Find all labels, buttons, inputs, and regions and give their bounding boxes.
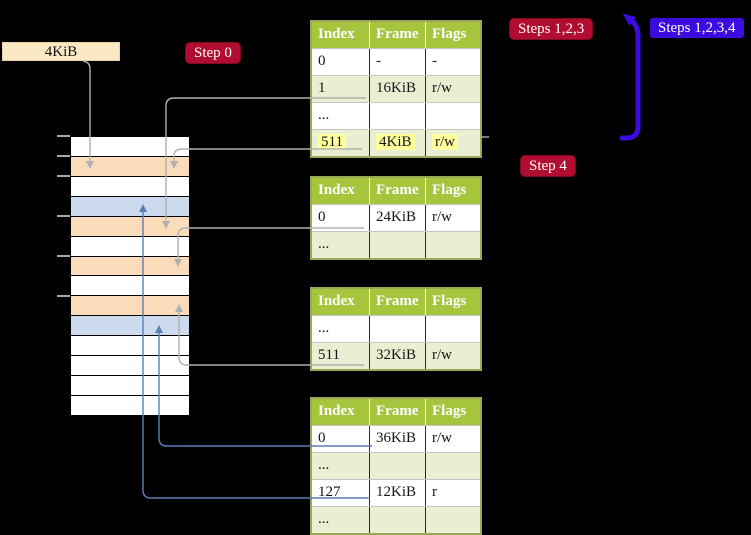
table-row: ...	[312, 231, 480, 258]
col-header-index: Index	[318, 293, 355, 309]
table-header-row: Index Frame Flags	[312, 289, 480, 315]
table-header-row: Index Frame Flags	[312, 22, 480, 48]
col-header-flags: Flags	[425, 22, 480, 48]
col-header-frame: Frame	[369, 289, 425, 315]
table-row-highlighted: 511 4KiB r/w	[312, 129, 480, 156]
memory-row	[71, 137, 189, 157]
table-row: ...	[312, 452, 480, 479]
memory-tick	[57, 175, 70, 177]
col-header-index: Index	[318, 26, 355, 42]
col-header-index: Index	[318, 403, 355, 419]
memory-tick	[57, 135, 70, 137]
step4-badge: Step 4	[520, 155, 576, 177]
col-header-index: Index	[318, 182, 355, 198]
memory-row	[71, 156, 189, 177]
memory-row	[71, 336, 189, 357]
table-row: ...	[312, 102, 480, 129]
memory-row	[71, 316, 189, 337]
table-row: ...	[312, 315, 480, 342]
steps-1234-badge: Steps 1,2,3,4	[650, 18, 744, 38]
memory-row	[71, 296, 189, 317]
memory-row	[71, 236, 189, 257]
table-row: ...	[312, 506, 480, 533]
col-header-flags: Flags	[425, 178, 480, 204]
table-row: 0 24KiB r/w	[312, 204, 480, 231]
col-header-flags: Flags	[425, 289, 480, 315]
memory-row	[71, 376, 189, 396]
memory-row	[71, 276, 189, 297]
page-table-2: Index Frame Flags 0 24KiB r/w ...	[310, 176, 482, 260]
col-header-frame: Frame	[369, 22, 425, 48]
table-row: 0 36KiB r/w	[312, 425, 480, 452]
highlight: 4KiB	[376, 134, 415, 150]
arrow-steps-loop-big-blue	[619, 13, 641, 141]
table-row: 127 12KiB r	[312, 479, 480, 506]
steps-123-badge: Steps 1,2,3	[509, 18, 594, 40]
col-header-flags: Flags	[425, 399, 480, 425]
memory-row	[71, 356, 189, 377]
page-table-1: Index Frame Flags 0 - - 1 16KiB r/w ... …	[310, 20, 482, 158]
memory-tick	[57, 295, 70, 297]
memory-row	[71, 176, 189, 197]
memory-row	[71, 196, 189, 217]
table-row: 0 - -	[312, 48, 480, 75]
physical-memory-column	[70, 136, 190, 416]
step0-badge: Step 0	[185, 42, 241, 64]
highlight: r/w	[432, 134, 458, 150]
page-size-label: 4KiB	[2, 42, 120, 61]
highlight: 511	[318, 134, 346, 150]
memory-tick	[57, 255, 70, 257]
memory-row	[71, 216, 189, 237]
table-header-row: Index Frame Flags	[312, 399, 480, 425]
table-row: 511 32KiB r/w	[312, 342, 480, 369]
table-row: 1 16KiB r/w	[312, 75, 480, 102]
memory-tick	[57, 215, 70, 217]
memory-tick	[57, 155, 70, 157]
col-header-frame: Frame	[369, 399, 425, 425]
page-table-4: Index Frame Flags 0 36KiB r/w ... 127 12…	[310, 397, 482, 535]
col-header-frame: Frame	[369, 178, 425, 204]
page-table-3: Index Frame Flags ... 511 32KiB r/w	[310, 287, 482, 371]
memory-row	[71, 395, 189, 415]
memory-row	[71, 256, 189, 277]
table-header-row: Index Frame Flags	[312, 178, 480, 204]
